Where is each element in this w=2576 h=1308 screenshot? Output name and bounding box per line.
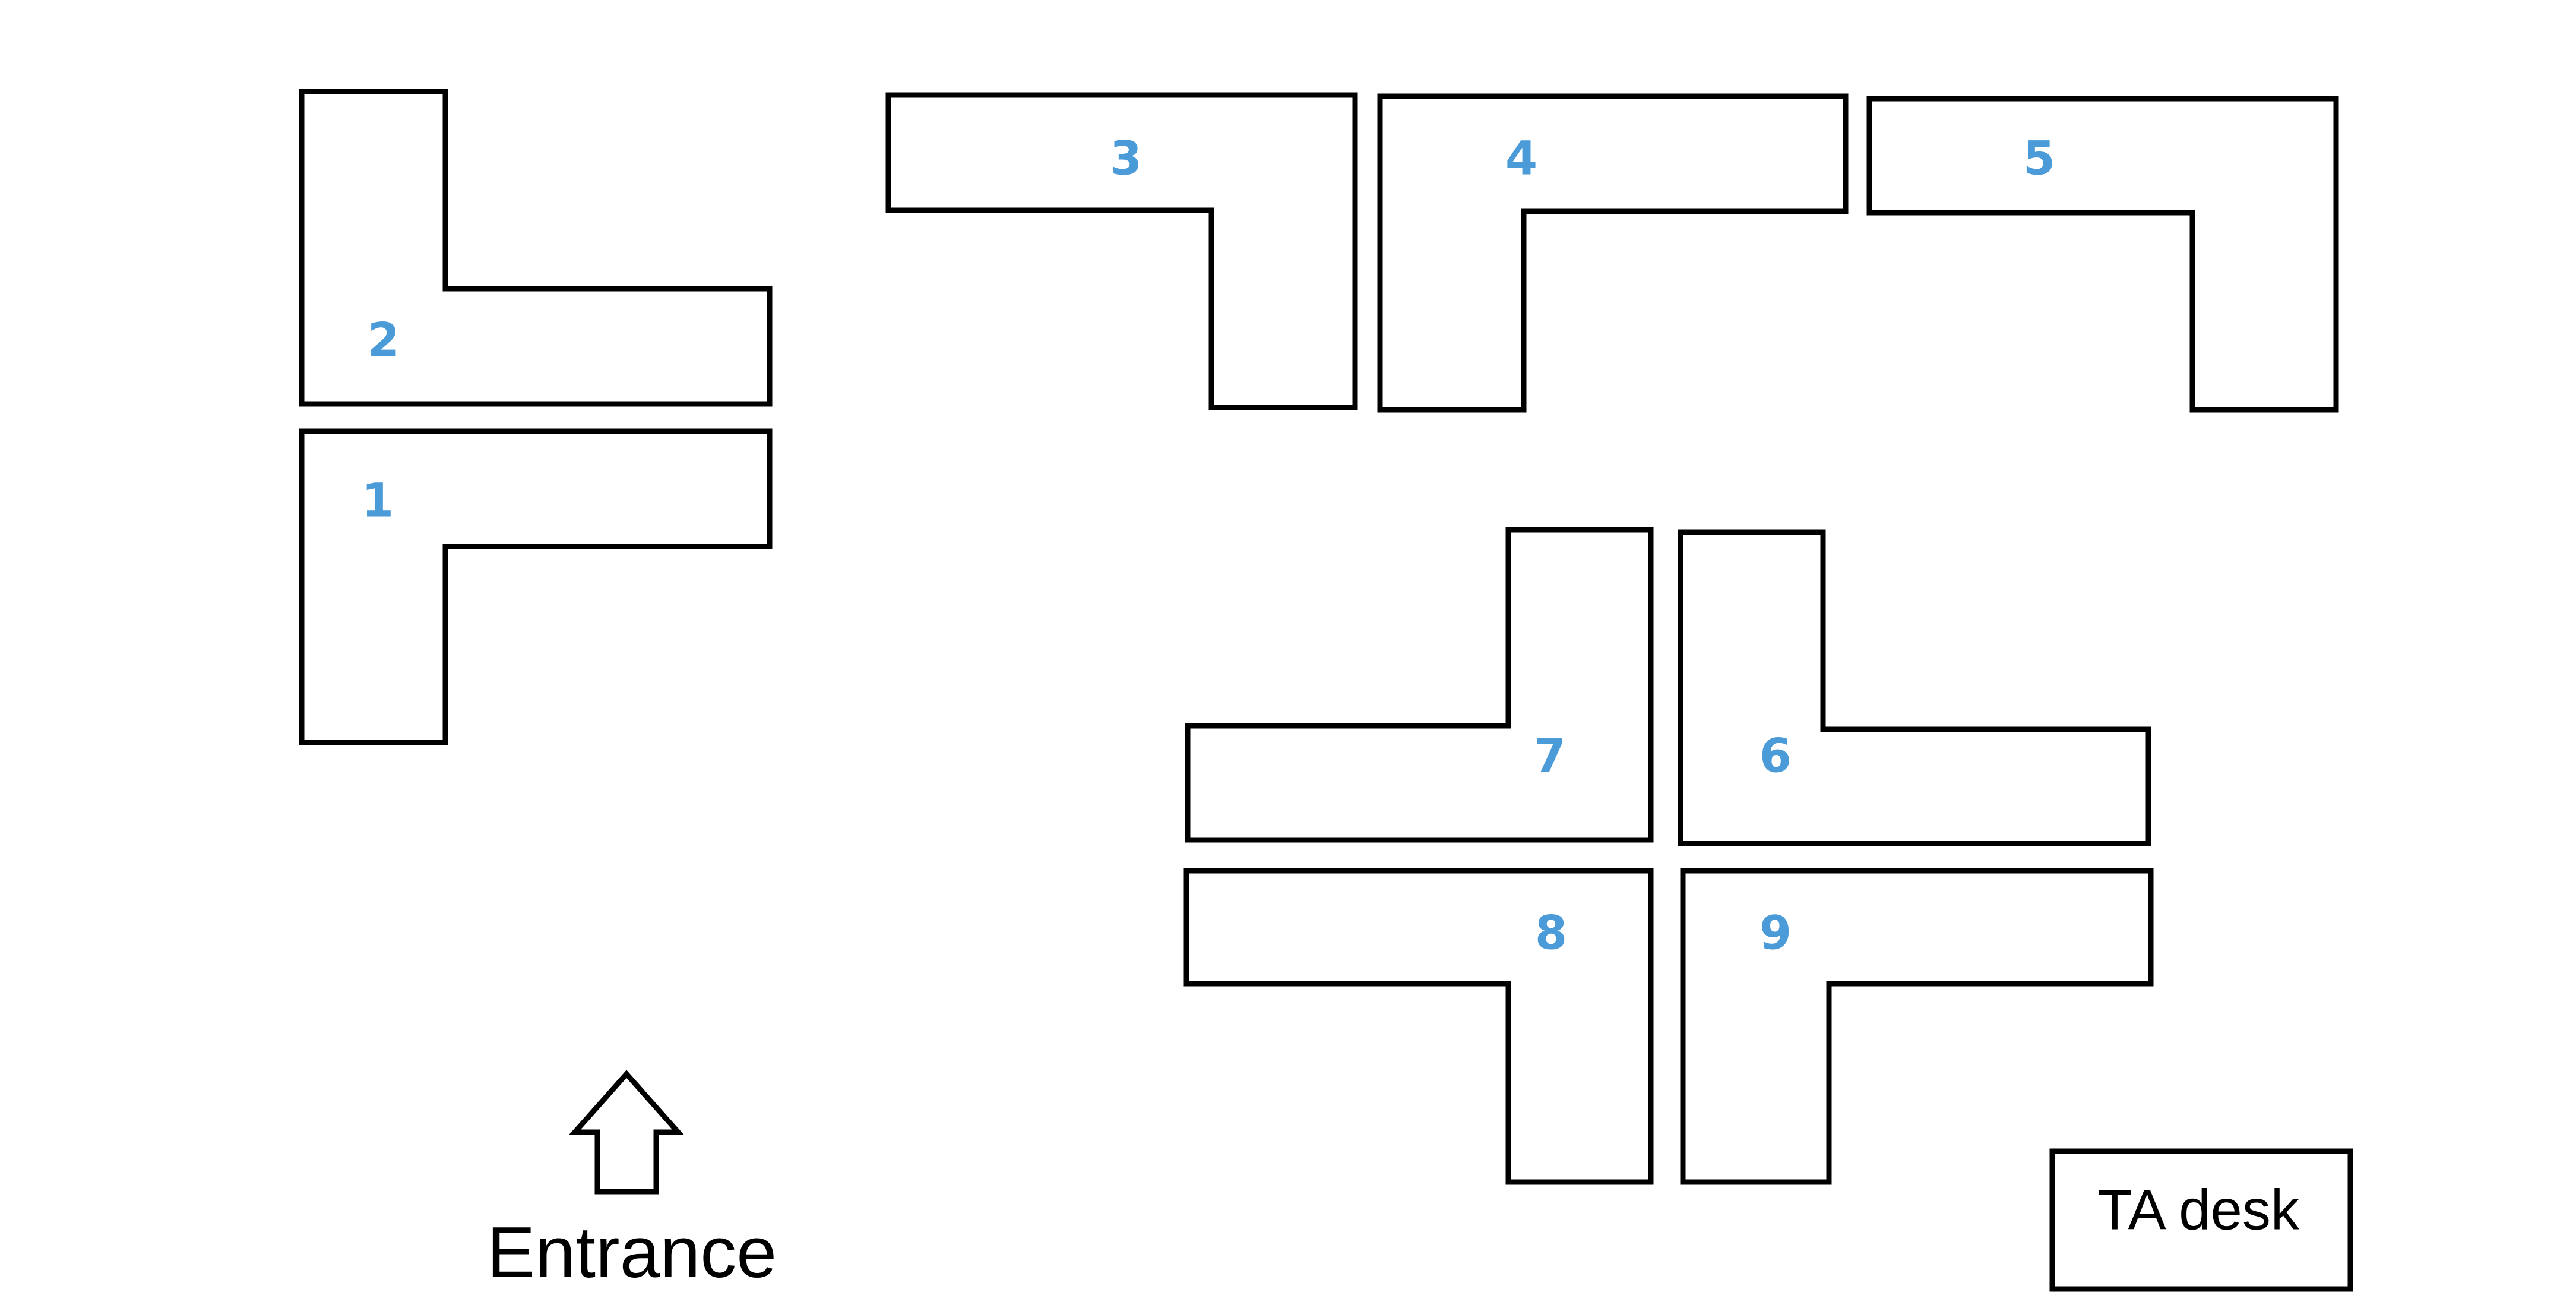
desk-4-number: 4 [1505,132,1537,185]
desk-4: 4 [1377,93,1849,413]
ta-desk-outline [2049,1148,2353,1292]
ta-desk-label: TA desk [2097,1178,2300,1241]
entrance: Entrance [487,1070,777,1293]
desk-6: 6 [1678,529,2151,846]
entrance-label: Entrance [487,1212,777,1293]
desk-5: 5 [1866,96,2339,413]
desk-9-number: 9 [1759,906,1792,960]
desk-1-outline [299,428,773,745]
desk-8-number: 8 [1535,906,1567,960]
desk-7-outline [1185,527,1654,843]
desk-1-number: 1 [362,474,394,527]
desk-5-number: 5 [2023,132,2055,185]
ta-desk: TA desk [2049,1148,2353,1292]
desk-7-number: 7 [1534,729,1566,783]
desk-2-number: 2 [368,314,400,367]
desk-2: 2 [299,89,773,407]
desk-7: 7 [1185,527,1654,843]
desk-9: 9 [1680,868,2154,1185]
desk-1: 1 [299,428,773,745]
desk-8-outline [1183,868,1654,1185]
desk-3-number: 3 [1110,132,1142,185]
desk-6-number: 6 [1759,729,1792,783]
desk-3: 3 [885,92,1358,410]
desk-8: 8 [1183,868,1654,1185]
desk-4-outline [1377,93,1849,413]
desk-6-outline [1678,529,2151,846]
desk-2-outline [299,89,773,407]
desk-9-outline [1680,868,2154,1185]
up-arrow-icon [568,1070,685,1195]
desk-3-outline [885,92,1358,410]
desk-5-outline [1866,96,2339,413]
